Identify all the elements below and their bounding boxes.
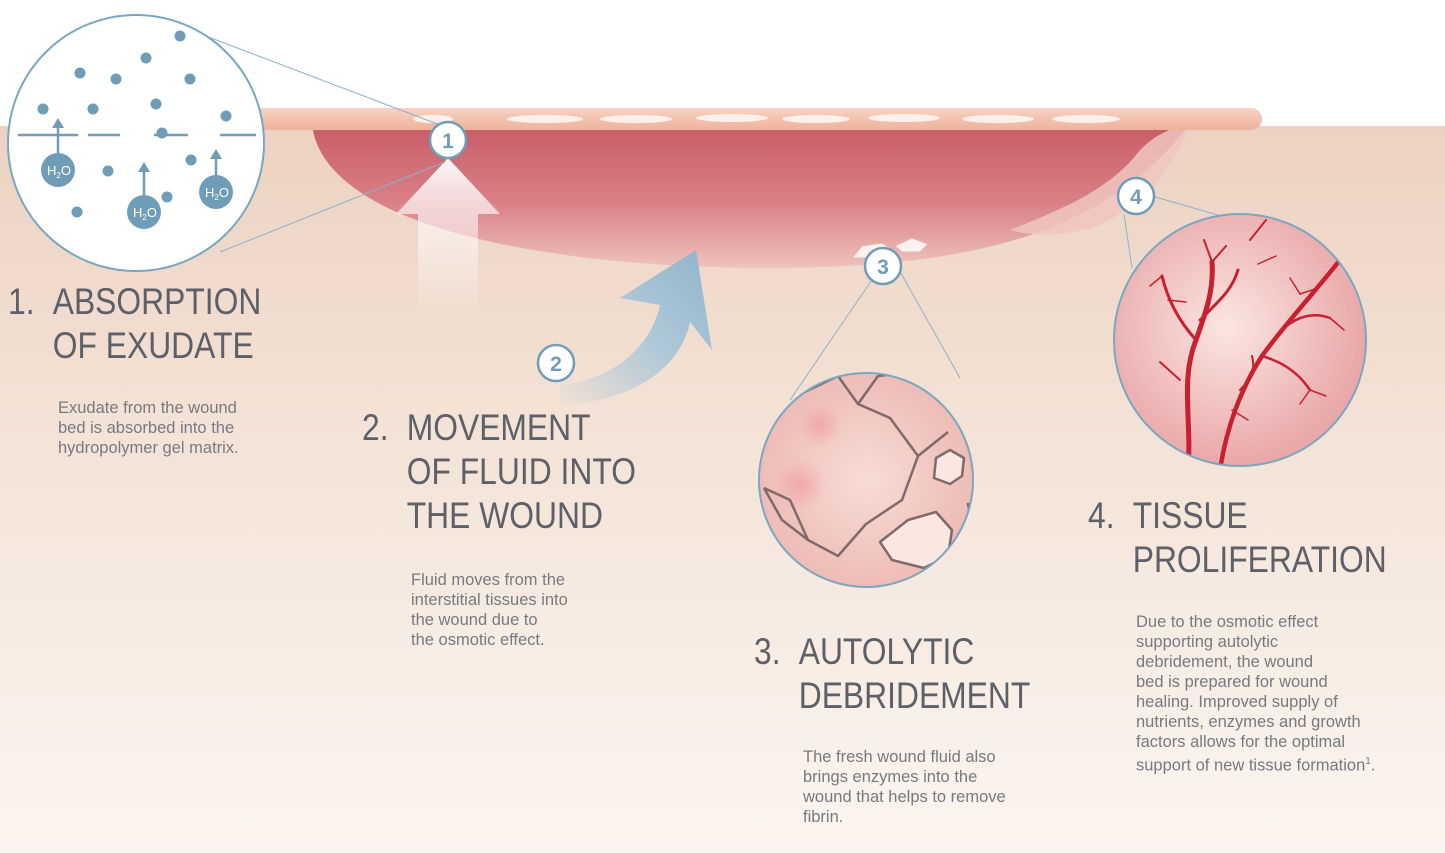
step-3-badge: 3 (865, 248, 901, 284)
step-2-title: MOVEMENT OF FLUID INTO THE WOUND (407, 406, 636, 538)
absorption-magnifier: H2O H2O H2O (8, 15, 264, 271)
step-4-proliferation: 4. TISSUE PROLIFERATION Due to the osmot… (1088, 494, 1438, 776)
svg-text:1: 1 (442, 130, 454, 153)
step-3-heading: 3. AUTOLYTIC DEBRIDEMENT (754, 630, 1038, 718)
step-2-number: 2. (362, 406, 407, 538)
step-4-description: Due to the osmotic effect supporting aut… (1136, 612, 1438, 776)
step-1-absorption: 1. ABSORPTION OF EXUDATE Exudate from th… (8, 280, 338, 458)
step-1-badge: 1 (430, 122, 466, 158)
step-2-fluid-movement: 2. MOVEMENT OF FLUID INTO THE WOUND Flui… (362, 406, 692, 650)
step-4-title: TISSUE PROLIFERATION (1133, 494, 1387, 582)
step-2-heading: 2. MOVEMENT OF FLUID INTO THE WOUND (362, 406, 646, 538)
step-4-description-text: Due to the osmotic effect supporting aut… (1136, 613, 1365, 775)
step-1-number: 1. (8, 280, 53, 368)
step-1-heading: 1. ABSORPTION OF EXUDATE (8, 280, 292, 368)
svg-text:2: 2 (550, 353, 562, 376)
step-3-debridement: 3. AUTOLYTIC DEBRIDEMENT The fresh wound… (754, 630, 1084, 827)
step-1-description: Exudate from the wound bed is absorbed i… (58, 398, 338, 458)
step-3-title: AUTOLYTIC DEBRIDEMENT (799, 630, 1031, 718)
step-3-description: The fresh wound fluid also brings enzyme… (803, 747, 1084, 827)
svg-text:4: 4 (1130, 186, 1142, 209)
step-3-number: 3. (754, 630, 799, 718)
step-4-badge: 4 (1118, 178, 1154, 214)
step-4-heading: 4. TISSUE PROLIFERATION (1088, 494, 1389, 582)
step-2-description: Fluid moves from the interstitial tissue… (411, 570, 692, 650)
step-1-title: ABSORPTION OF EXUDATE (53, 280, 262, 368)
step-4-number: 4. (1088, 494, 1133, 582)
step-2-badge: 2 (538, 345, 574, 381)
svg-text:3: 3 (877, 256, 889, 279)
step-4-description-period: . (1371, 757, 1376, 775)
